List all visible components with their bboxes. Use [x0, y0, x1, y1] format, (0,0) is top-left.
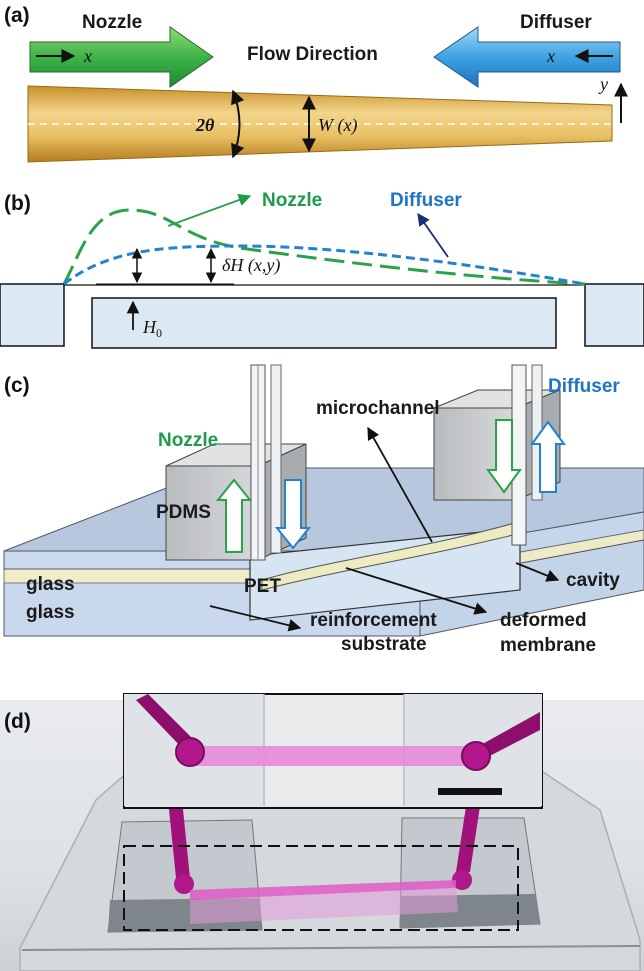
panel-d-photo: (d): [0, 693, 644, 971]
substrate-left: [0, 283, 65, 347]
diffuser-flow-arrow: [433, 26, 621, 88]
nozzle-pointer-arrow: [167, 193, 252, 227]
nozzle-flow-arrow: [29, 26, 214, 88]
flow-direction-label: Flow Direction: [247, 44, 378, 65]
green-flow-arrow-right: [486, 419, 522, 494]
membrane-pointer: [345, 567, 488, 615]
angle-arc: [231, 89, 245, 159]
reinforcement-pointer: [209, 605, 302, 632]
microchannel-label: microchannel: [316, 398, 440, 419]
scale-bar: [438, 788, 502, 795]
inlet-tube-left-2: [270, 364, 282, 554]
diffuser-label-a: Diffuser: [520, 12, 592, 33]
reinforcement-label-1: reinforcement: [310, 610, 437, 631]
inset-port-right: [461, 741, 491, 771]
panel-d-tag: (d): [4, 710, 31, 733]
panel-a-tag: (a): [4, 4, 30, 27]
y-label: y: [598, 74, 608, 94]
deformed-label-1: deformed: [500, 610, 587, 631]
angle-label: 2θ: [195, 115, 215, 135]
diffuser-pointer-arrow: [417, 212, 449, 258]
inset-tube-left: [136, 694, 196, 752]
panel-b: (b) Nozzle Diffuser δH (x,y) H0: [0, 190, 644, 349]
nozzle-label-c: Nozzle: [158, 430, 218, 451]
x-label-right: x: [546, 46, 555, 66]
photo-channel: [190, 880, 456, 900]
photo-port-left: [174, 874, 194, 894]
glass-bottom-label: glass: [26, 602, 75, 623]
panel-c: (c) PDMS Nozzle Diffuser: [3, 364, 644, 656]
panel-a: (a) Nozzle Diffuser Flow Direction x x y…: [4, 4, 628, 163]
width-label: W (x): [318, 115, 357, 136]
green-flow-arrow-left: [215, 478, 253, 553]
deformed-label-2: membrane: [500, 635, 596, 656]
x-label-left: x: [83, 46, 92, 66]
diffuser-label-b: Diffuser: [390, 190, 462, 211]
cavity-label: cavity: [566, 570, 620, 591]
panel-c-tag: (c): [4, 374, 30, 397]
photo-port-right: [452, 870, 472, 890]
outlet-tube-right: [511, 364, 527, 546]
pet-label: PET: [244, 576, 281, 597]
cavity-pointer: [515, 562, 560, 582]
nozzle-label-a: Nozzle: [82, 12, 142, 33]
channel-floor-block: [91, 297, 557, 349]
microchannel-pointer: [367, 426, 433, 543]
glass-plate-edge: [21, 945, 641, 951]
panel-b-tag: (b): [4, 192, 31, 215]
blue-flow-arrow-right: [530, 420, 566, 493]
glass-top-label: glass: [26, 574, 75, 595]
photo-channel-lower: [190, 888, 458, 924]
h0-label: H0: [142, 317, 162, 340]
nozzle-label-b: Nozzle: [262, 190, 322, 211]
blue-flow-arrow-left: [274, 479, 312, 550]
inset-port-left: [175, 737, 205, 767]
zoom-region-box: [123, 845, 519, 931]
nozzle-deflection-curve: [62, 208, 586, 286]
diffuser-label-c: Diffuser: [548, 376, 620, 397]
inset-channel: [196, 746, 472, 766]
diffuser-deflection-curve: [63, 244, 586, 286]
deflection-label: δH (x,y): [222, 255, 280, 276]
reinforcement-label-2: substrate: [341, 634, 427, 655]
pdms-label: PDMS: [156, 502, 211, 523]
substrate-right: [584, 283, 644, 347]
